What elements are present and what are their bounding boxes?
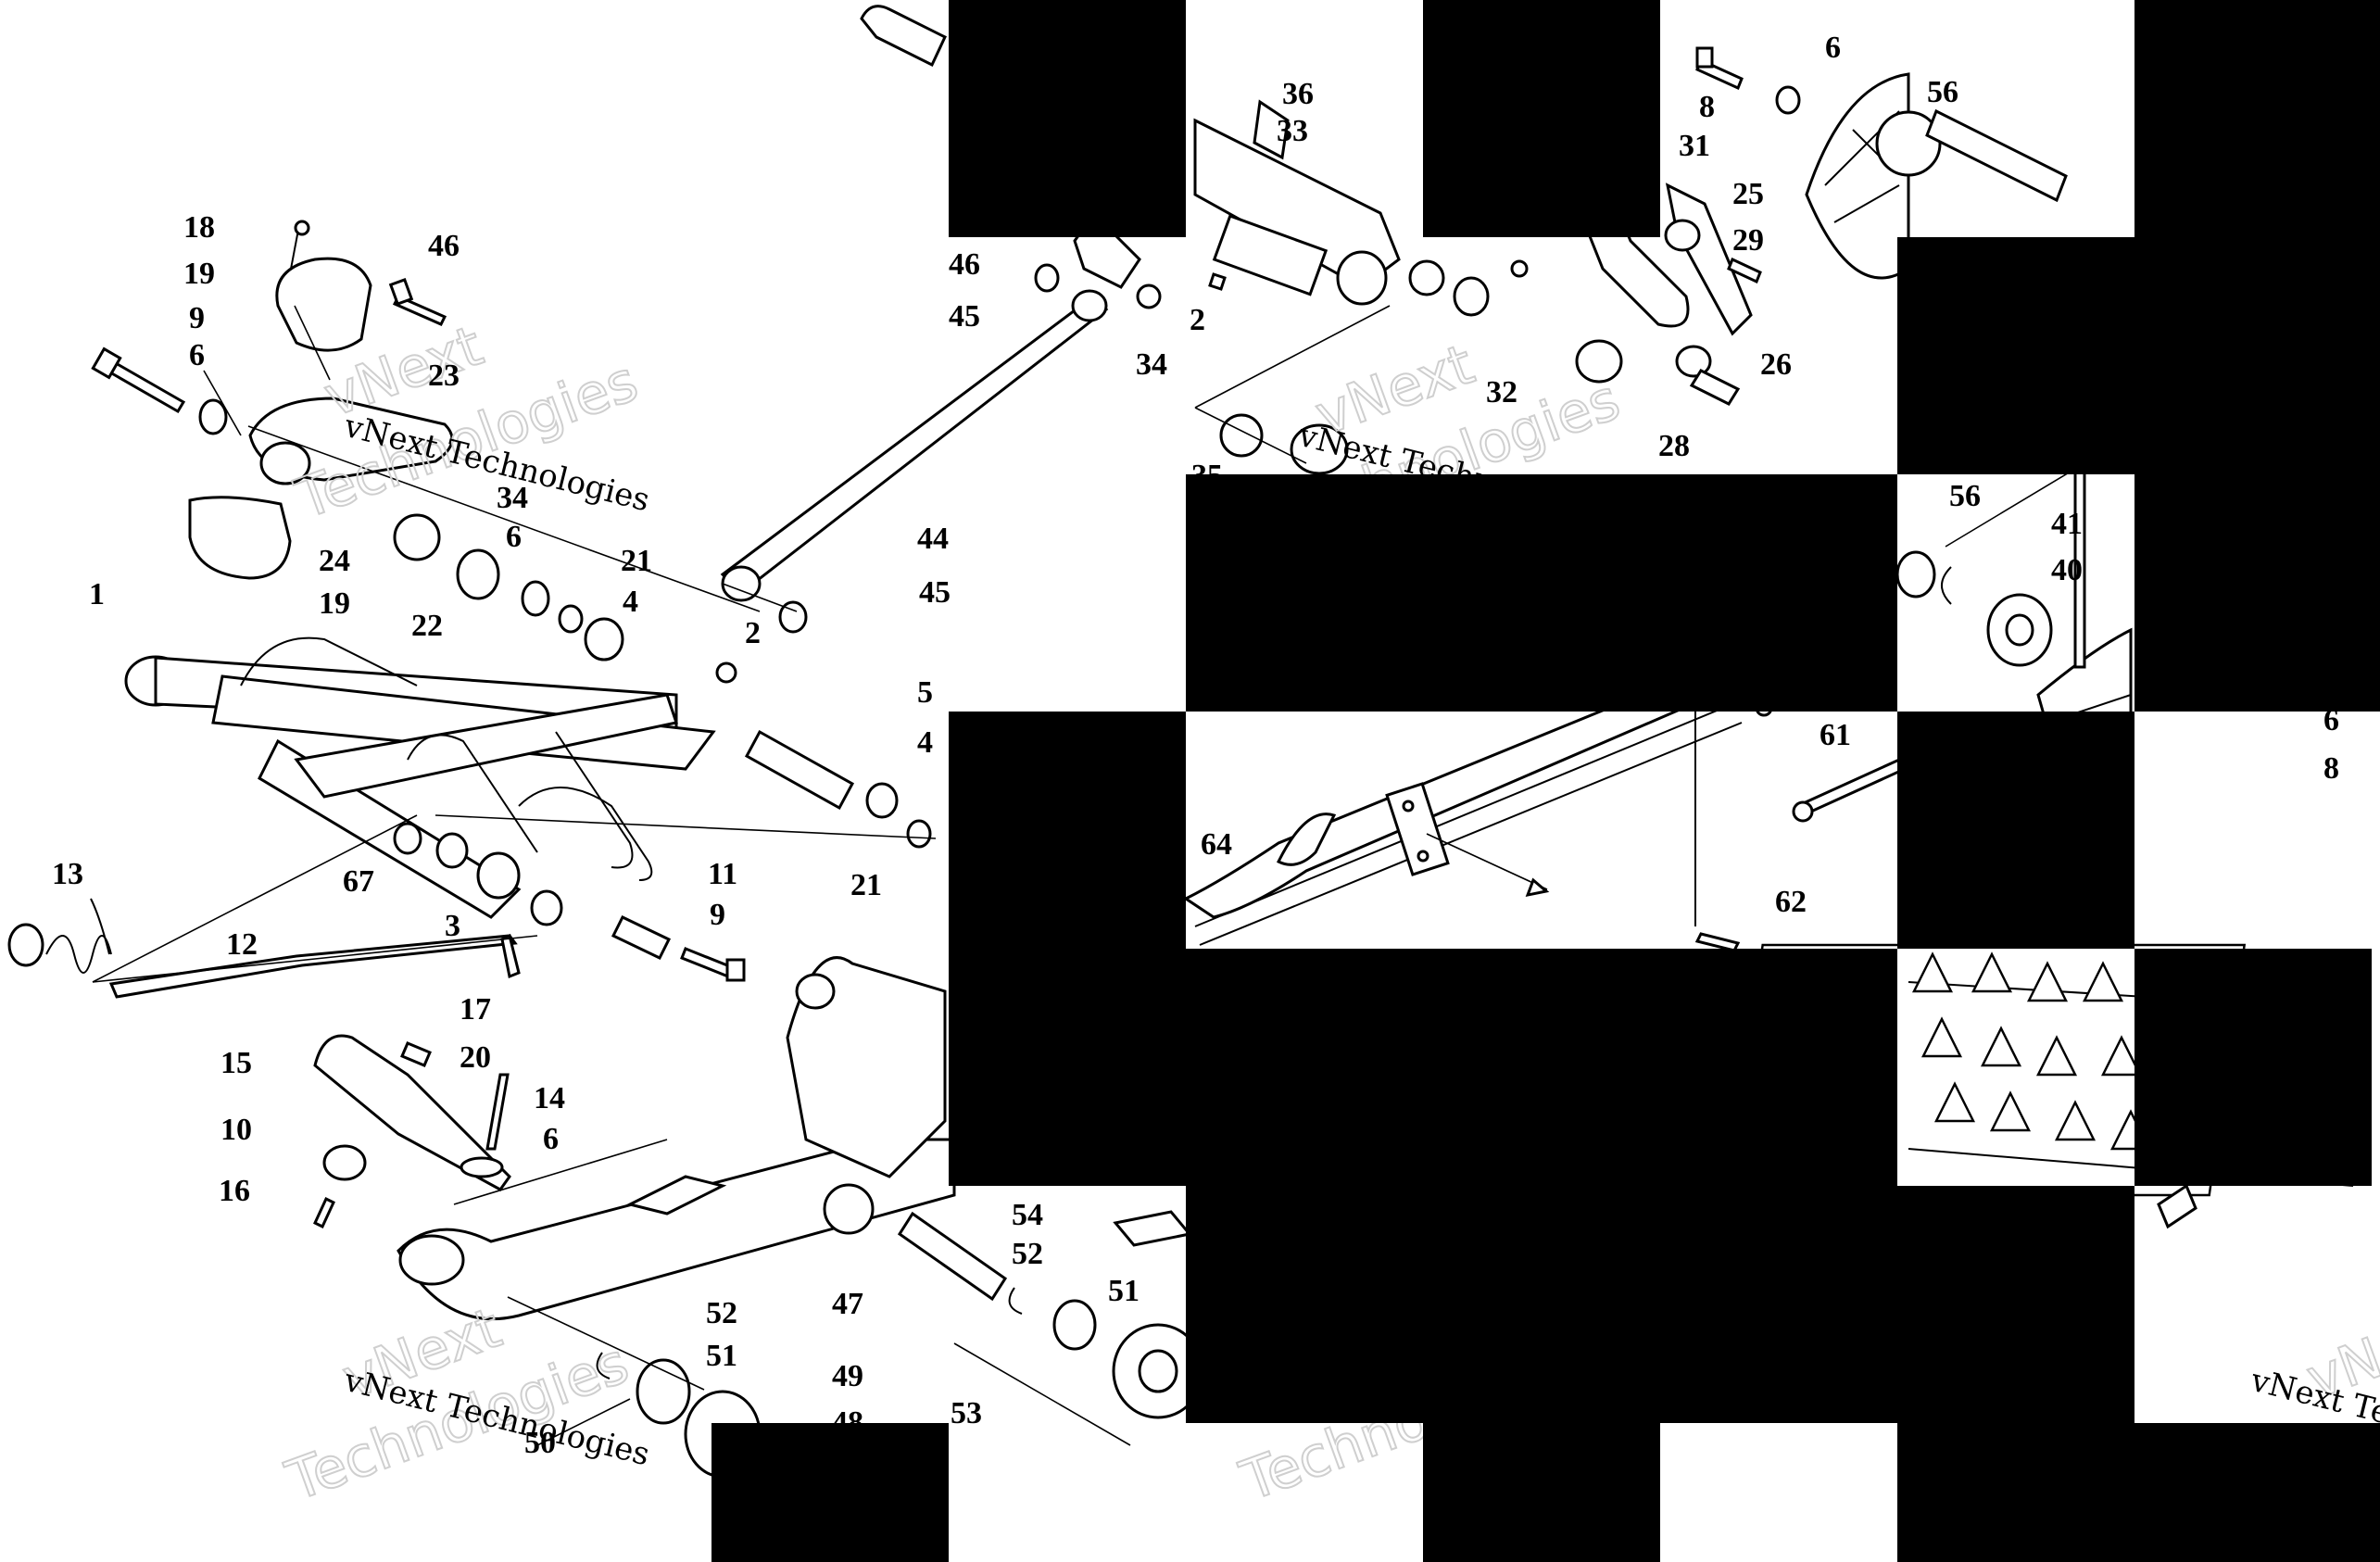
callout-35: 35: [1191, 459, 1223, 493]
callout-5: 5: [917, 675, 933, 710]
callout-23: 23: [428, 359, 460, 393]
redaction-block: [949, 949, 1897, 1186]
callout-16: 16: [219, 1174, 250, 1208]
shock-mount-group: [91, 220, 761, 661]
callout-52: 52: [1012, 1237, 1043, 1271]
redaction-block: [1897, 1423, 2380, 1562]
callout-31: 31: [1679, 129, 1710, 163]
callout-10: 10: [220, 1113, 252, 1147]
callout-56: 56: [1949, 479, 1981, 513]
callout-2: 2: [1190, 303, 1205, 337]
callout-54: 54: [1012, 1198, 1043, 1232]
redaction-block: [2134, 237, 2380, 474]
callout-4: 4: [623, 585, 638, 619]
callout-50: 50: [524, 1426, 556, 1460]
callout-6: 6: [1825, 31, 1841, 65]
callout-9: 9: [189, 301, 205, 335]
redaction-block: [1423, 1423, 1660, 1562]
redaction-block: [1897, 712, 2134, 949]
callout-40: 40: [2051, 553, 2083, 587]
callout-25: 25: [1732, 177, 1764, 211]
callout-6: 6: [2323, 703, 2339, 737]
callout-41: 41: [2051, 507, 2083, 541]
redaction-block: [949, 712, 1186, 949]
redaction-blocks: [711, 0, 2380, 1562]
redaction-block: [2134, 949, 2372, 1186]
callout-9: 9: [710, 898, 725, 932]
callout-36: 36: [1282, 77, 1314, 111]
callout-47: 47: [832, 1287, 863, 1321]
callout-26: 26: [1760, 347, 1792, 382]
redaction-block: [1186, 1186, 2134, 1423]
callout-46: 46: [428, 229, 460, 263]
idler-wheel-group: [1805, 72, 2133, 892]
callout-48: 48: [832, 1405, 863, 1440]
callout-19: 19: [319, 586, 350, 621]
callout-49: 49: [832, 1359, 863, 1393]
callout-20: 20: [460, 1040, 491, 1075]
callout-12: 12: [226, 927, 258, 962]
callout-2: 2: [745, 616, 761, 650]
redaction-block: [2134, 0, 2380, 237]
callout-17: 17: [460, 992, 491, 1027]
callout-34: 34: [1136, 347, 1167, 382]
redaction-block: [1897, 237, 2134, 474]
callout-53: 53: [951, 1396, 982, 1430]
redaction-block: [711, 1423, 949, 1562]
callout-32: 32: [1486, 375, 1517, 409]
callout-34: 34: [497, 481, 528, 515]
callout-1: 1: [89, 577, 105, 611]
callout-33: 33: [1277, 114, 1308, 148]
callout-21: 21: [621, 544, 652, 578]
callout-64: 64: [1201, 827, 1232, 862]
callout-15: 15: [220, 1046, 252, 1080]
callout-62: 62: [1775, 885, 1807, 919]
callout-18: 18: [183, 210, 215, 245]
callout-11: 11: [708, 857, 737, 891]
callout-6: 6: [543, 1122, 559, 1156]
callout-56: 56: [1927, 75, 1958, 109]
redaction-block: [949, 0, 1186, 237]
redaction-block: [2134, 474, 2380, 712]
slide-rail-group: [1183, 674, 1908, 952]
callout-22: 22: [411, 609, 443, 643]
callout-29: 29: [1732, 223, 1764, 258]
callout-46: 46: [949, 247, 980, 282]
callout-51: 51: [706, 1339, 737, 1373]
callout-13: 13: [52, 857, 83, 891]
callout-4: 4: [917, 725, 933, 760]
redaction-block: [1423, 0, 1660, 237]
callout-19: 19: [183, 257, 215, 291]
upper-rail-group: [1193, 46, 1801, 475]
callout-8: 8: [1699, 90, 1715, 124]
callout-6: 6: [189, 338, 205, 372]
callout-44: 44: [917, 522, 949, 556]
spring-group: [7, 814, 668, 1229]
callout-24: 24: [319, 544, 350, 578]
callout-6: 6: [506, 520, 522, 554]
callout-45: 45: [949, 299, 980, 334]
callout-8: 8: [2323, 751, 2339, 786]
callout-51: 51: [1108, 1274, 1140, 1308]
callout-3: 3: [445, 909, 460, 943]
callout-52: 52: [706, 1296, 737, 1330]
callout-labels: 1 2 2 3 4 4 5 6 6 6 6 6 8 8 9 9 10 11 12…: [52, 31, 2339, 1460]
redaction-block: [1186, 474, 1897, 712]
callout-61: 61: [1820, 718, 1851, 752]
callout-21: 21: [850, 868, 882, 902]
callout-45: 45: [919, 575, 951, 610]
callout-67: 67: [343, 864, 374, 899]
callout-28: 28: [1658, 429, 1690, 463]
callout-14: 14: [534, 1081, 565, 1115]
link-group: [720, 5, 1227, 634]
